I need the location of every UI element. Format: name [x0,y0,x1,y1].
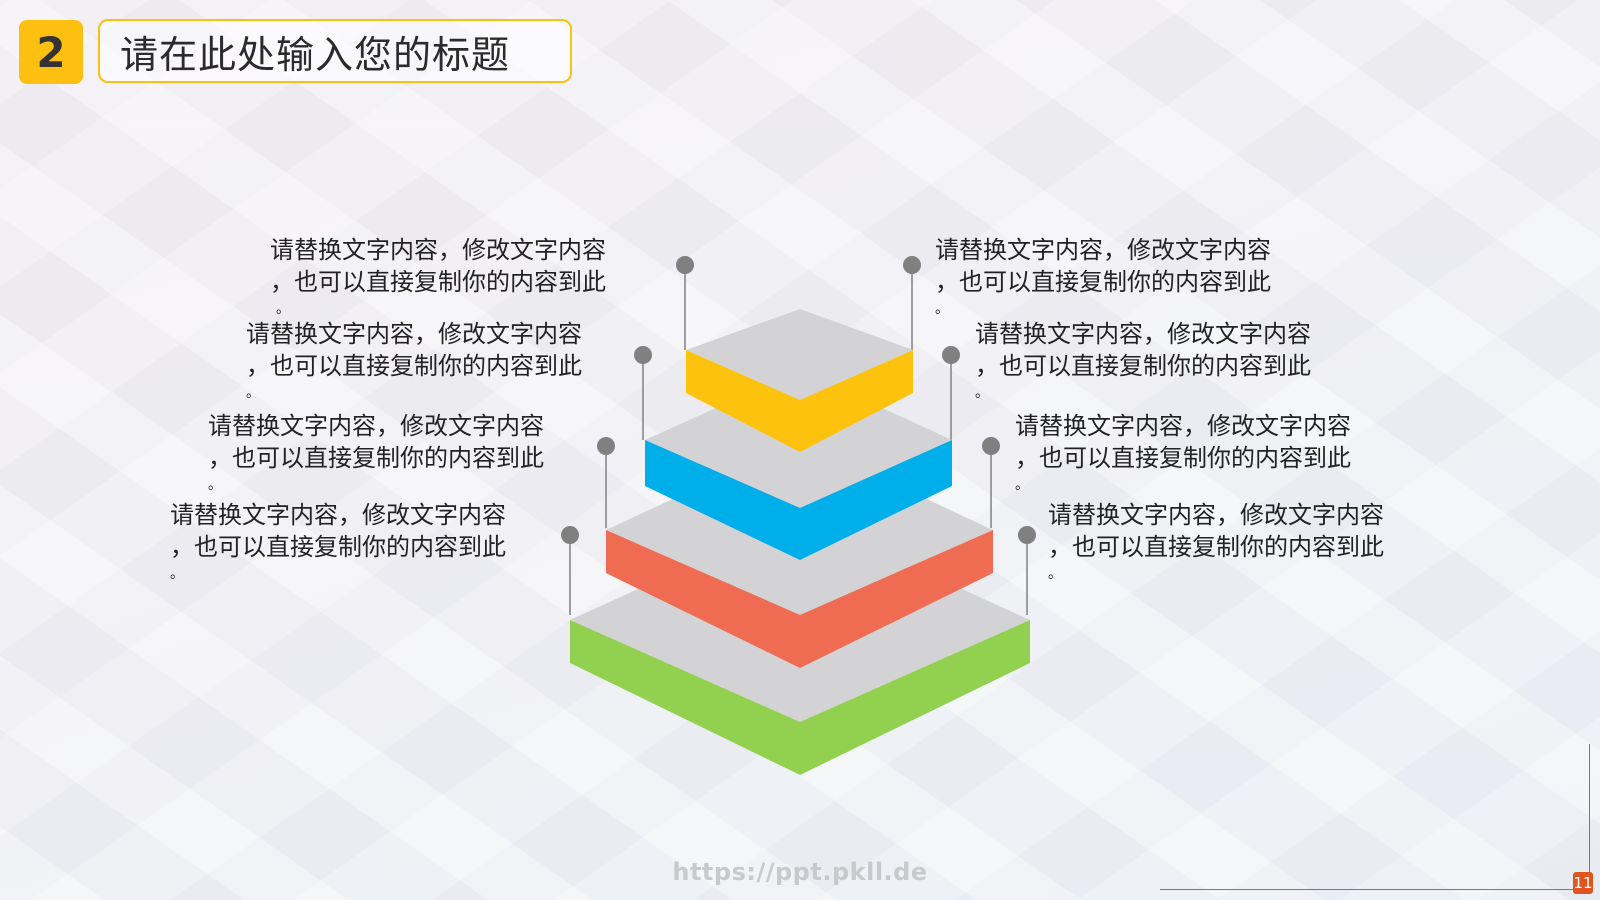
label-line: 请替换文字内容，修改文字内容 [170,501,506,529]
label-line: 请替换文字内容，修改文字内容 [1048,501,1384,529]
label-line: 。 [246,385,260,401]
label-line: 请替换文字内容，修改文字内容 [1015,412,1351,440]
right-label-4[interactable]: 请替换文字内容，修改文字内容 ，也可以直接复制你的内容到此 。 [1048,499,1384,585]
left-label-2[interactable]: 请替换文字内容，修改文字内容 ，也可以直接复制你的内容到此 。 [246,318,582,404]
label-line: ，也可以直接复制你的内容到此 [270,268,606,296]
label-line: 。 [975,385,989,401]
label-line: ，也可以直接复制你的内容到此 [1015,444,1351,472]
label-line: 请替换文字内容，修改文字内容 [975,320,1311,348]
label-line: ，也可以直接复制你的内容到此 [935,268,1271,296]
connector-lines [569,265,1028,615]
label-line: 请替换文字内容，修改文字内容 [270,236,606,264]
corner-frame-vertical [1589,744,1590,874]
section-number: 2 [36,27,66,77]
label-line: ，也可以直接复制你的内容到此 [1048,533,1384,561]
label-line: 请替换文字内容，修改文字内容 [208,412,544,440]
label-line: ，也可以直接复制你的内容到此 [975,352,1311,380]
right-label-3[interactable]: 请替换文字内容，修改文字内容 ，也可以直接复制你的内容到此 。 [1015,410,1351,496]
label-line: ，也可以直接复制你的内容到此 [208,444,544,472]
label-line: 请替换文字内容，修改文字内容 [935,236,1271,264]
section-number-badge: 2 [19,20,83,84]
left-label-3[interactable]: 请替换文字内容，修改文字内容 ，也可以直接复制你的内容到此 。 [208,410,544,496]
left-label-1[interactable]: 请替换文字内容，修改文字内容 ，也可以直接复制你的内容到此 [270,234,606,298]
label-line: ，也可以直接复制你的内容到此 [170,533,506,561]
right-label-2[interactable]: 请替换文字内容，修改文字内容 ，也可以直接复制你的内容到此 。 [975,318,1311,404]
corner-frame-horizontal [1160,889,1580,890]
layer-1-top [686,309,913,452]
label-line: 。 [208,477,222,493]
label-line: ，也可以直接复制你的内容到此 [246,352,582,380]
left-label-4[interactable]: 请替换文字内容，修改文字内容 ，也可以直接复制你的内容到此 。 [170,499,506,585]
connector-dots [561,256,1036,544]
label-line: 请替换文字内容，修改文字内容 [246,320,582,348]
label-line: 。 [935,301,949,317]
label-period: 。 [276,301,290,317]
right-label-1[interactable]: 请替换文字内容，修改文字内容 ，也可以直接复制你的内容到此 。 [935,234,1271,320]
page-number-badge: 11 [1573,872,1593,894]
label-line: 。 [1048,566,1062,582]
watermark-url: https://ppt.pkll.de [672,858,928,886]
label-line: 。 [1015,477,1029,493]
title-box[interactable]: 请在此处输入您的标题 [98,19,572,83]
page-title: 请在此处输入您的标题 [120,32,511,77]
label-line: 。 [170,566,184,582]
page-number: 11 [1573,874,1593,892]
